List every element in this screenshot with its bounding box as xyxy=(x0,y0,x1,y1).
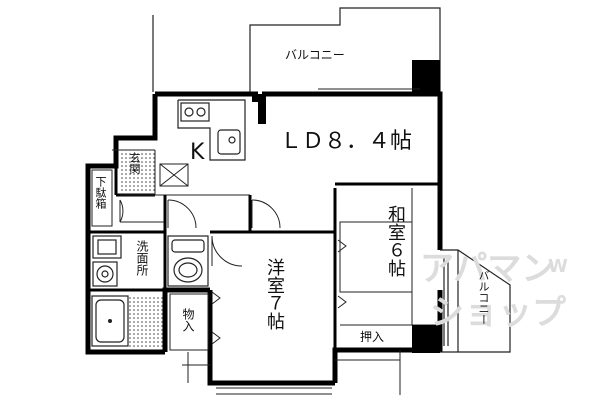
watermark-line2: ショップ xyxy=(430,293,566,333)
label-genkan: 玄関 xyxy=(128,152,141,174)
label-oshiire: 押入 xyxy=(360,330,385,344)
label-storage: 物入 xyxy=(181,308,195,332)
column-top-right xyxy=(412,60,440,94)
bathroom xyxy=(91,295,163,349)
washroom-fixtures xyxy=(92,235,122,287)
toilet xyxy=(167,235,209,287)
column-bottom-right xyxy=(412,325,440,353)
label-washroom: 洗面所 xyxy=(135,240,149,276)
label-kitchen: K xyxy=(190,140,205,165)
balcony-right-outline xyxy=(440,249,511,353)
label-ld: ＬＤ８．４帖 xyxy=(280,129,413,154)
label-washitsu: 和室６帖 xyxy=(385,205,406,277)
balcony-top-outline xyxy=(152,7,441,92)
door-swings xyxy=(119,199,281,267)
genkan-tile xyxy=(120,150,155,192)
shoebox xyxy=(91,169,113,227)
label-balcony-top: バルコニー xyxy=(285,48,345,62)
watermark-mark: W xyxy=(548,256,568,277)
outer-walls xyxy=(85,91,443,386)
storage-closet xyxy=(169,291,221,351)
interior-walls xyxy=(88,182,440,350)
bottom-window xyxy=(182,350,401,395)
label-youshitsu: 洋室７帖 xyxy=(264,258,285,330)
wall-notch xyxy=(252,94,266,124)
kitchen-counter xyxy=(177,99,246,161)
label-balcony-right: バルコニー xyxy=(477,270,490,325)
genkan-box xyxy=(159,163,189,187)
label-shoebox: 下駄箱 xyxy=(94,176,107,209)
watermark-line1: アパマン xyxy=(420,249,556,289)
